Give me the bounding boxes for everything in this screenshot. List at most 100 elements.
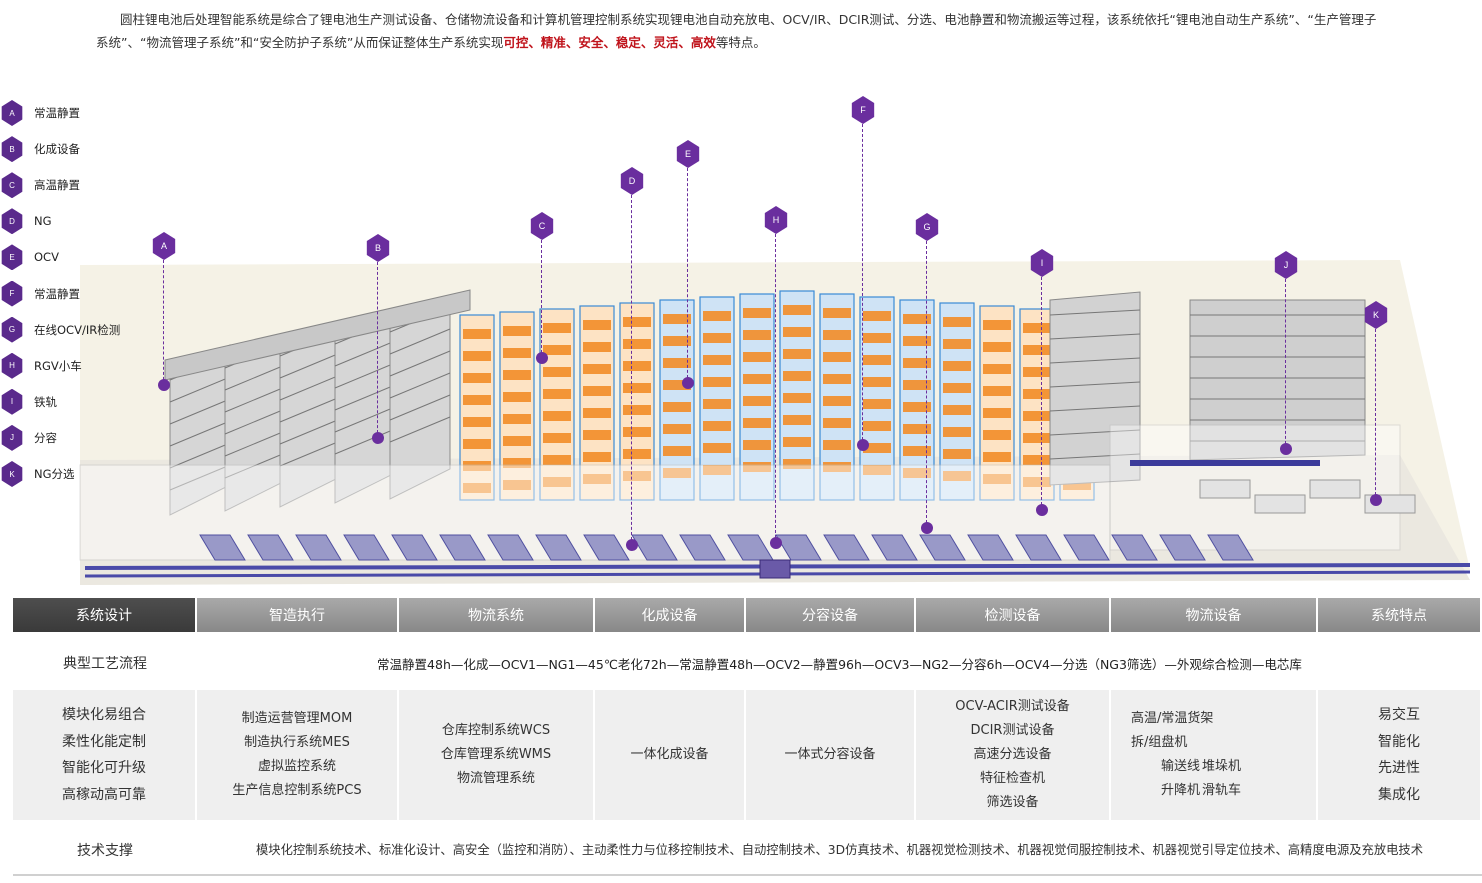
marker-a[interactable]: A <box>151 232 177 391</box>
rack-tray <box>623 427 651 437</box>
tab-6[interactable]: 物流设备 <box>1111 598 1318 632</box>
tab-2[interactable]: 物流系统 <box>399 598 595 632</box>
tab-3[interactable]: 化成设备 <box>595 598 746 632</box>
marker-h[interactable]: H <box>763 206 789 549</box>
marker-e[interactable]: E <box>675 140 701 389</box>
rack-tray <box>983 386 1011 396</box>
feature-item: 输送线 <box>1161 759 1201 774</box>
shelf-divider <box>389 416 451 443</box>
marker-i[interactable]: I <box>1029 249 1055 516</box>
rack-tray <box>943 449 971 459</box>
rack-tray <box>863 311 891 321</box>
rack-tray <box>583 430 611 440</box>
marker-k[interactable]: K <box>1363 301 1389 506</box>
rack-tray <box>623 317 651 327</box>
rack-tray <box>783 437 811 447</box>
tech-support-label: 技术支撑 <box>77 843 133 859</box>
rack-tray <box>903 446 931 456</box>
tab-7[interactable]: 系统特点 <box>1318 598 1482 632</box>
shelf-divider <box>279 440 341 467</box>
rack-tray <box>463 483 491 493</box>
rack-tray <box>703 377 731 387</box>
marker-c[interactable]: C <box>529 212 555 364</box>
storage-rack <box>939 302 975 501</box>
marker-dot <box>1036 504 1048 516</box>
feature-item: 集成化 <box>1378 786 1420 803</box>
marker-d[interactable]: D <box>619 167 645 551</box>
rack-tray <box>703 311 731 321</box>
rack-tray <box>583 386 611 396</box>
rack-tray <box>623 405 651 415</box>
intro-text: 圆柱锂电池后处理智能系统是综合了锂电池生产测试设备、仓储物流设备和计算机管理控制… <box>96 12 1377 50</box>
marker-f[interactable]: F <box>850 96 876 451</box>
rack-tray <box>543 367 571 377</box>
marker-b[interactable]: B <box>365 234 391 444</box>
conveyor-station <box>631 534 678 561</box>
marker-dot <box>682 377 694 389</box>
marker-j[interactable]: J <box>1273 251 1299 455</box>
marker-hex-badge: H <box>764 206 788 234</box>
rack-tray <box>623 383 651 393</box>
rack-tray <box>663 446 691 456</box>
legend-label: NG <box>34 214 52 229</box>
feature-cell-3: 一体化成设备 <box>595 690 746 820</box>
tech-support-row: 技术支撑 模块化控制系统技术、标准化设计、高安全（监控和消防）、主动柔性力与位移… <box>13 826 1482 876</box>
rack-tray <box>503 370 531 380</box>
rack-tray <box>943 405 971 415</box>
rack-tray <box>463 461 491 471</box>
marker-hex-badge: J <box>1274 251 1298 279</box>
rack-tray <box>503 348 531 358</box>
rack-tray <box>823 462 851 472</box>
feature-item: 一体式分容设备 <box>784 747 876 762</box>
tab-5[interactable]: 检测设备 <box>916 598 1111 632</box>
feature-item: 物流管理系统 <box>456 771 535 786</box>
factory-3d-scene <box>0 60 1482 600</box>
shelf-divider <box>224 364 286 391</box>
marker-g[interactable]: G <box>914 213 940 534</box>
shelf-divider <box>389 350 451 377</box>
shelf-divider <box>169 398 231 425</box>
rack-tray <box>823 308 851 318</box>
rack-tray <box>503 480 531 490</box>
feature-item: 智能化可升级 <box>62 760 146 776</box>
feature-item: 制造执行系统MES <box>244 735 350 750</box>
shelf-divider <box>169 420 231 447</box>
rack-tray <box>663 336 691 346</box>
rack-tray <box>783 393 811 403</box>
shelf-divider <box>224 408 286 435</box>
rack-tray <box>503 436 531 446</box>
shelf-divider <box>279 352 341 379</box>
rack-tray <box>503 326 531 336</box>
rack-tray <box>543 477 571 487</box>
conveyor-station <box>439 534 486 561</box>
tab-4[interactable]: 分容设备 <box>746 598 916 632</box>
feature-item: 易交互 <box>1378 707 1420 723</box>
conveyor-station <box>967 534 1014 561</box>
marker-leader-line <box>862 124 863 445</box>
rack-tray <box>1023 477 1051 487</box>
shelf-divider <box>1049 429 1141 436</box>
equipment-table <box>1199 479 1251 499</box>
shelf-divider <box>389 328 451 355</box>
tab-1[interactable]: 智造执行 <box>197 598 399 632</box>
tech-support-value: 模块化控制系统技术、标准化设计、高安全（监控和消防）、主动柔性力与位移控制技术、… <box>255 843 1424 857</box>
marker-dot <box>158 379 170 391</box>
shelf-divider <box>334 362 396 389</box>
tab-0[interactable]: 系统设计 <box>13 598 197 632</box>
feature-item: 先进性 <box>1378 760 1420 776</box>
rack-tray <box>503 414 531 424</box>
feature-item: 一体化成设备 <box>630 747 709 762</box>
rack-tray <box>903 468 931 478</box>
legend-label: 高温静置 <box>34 178 80 193</box>
rack-tray <box>823 396 851 406</box>
marker-hex-badge: D <box>620 167 644 195</box>
rack-tray <box>1023 455 1051 465</box>
shelf-divider <box>224 452 286 479</box>
shelf-divider <box>169 442 231 469</box>
